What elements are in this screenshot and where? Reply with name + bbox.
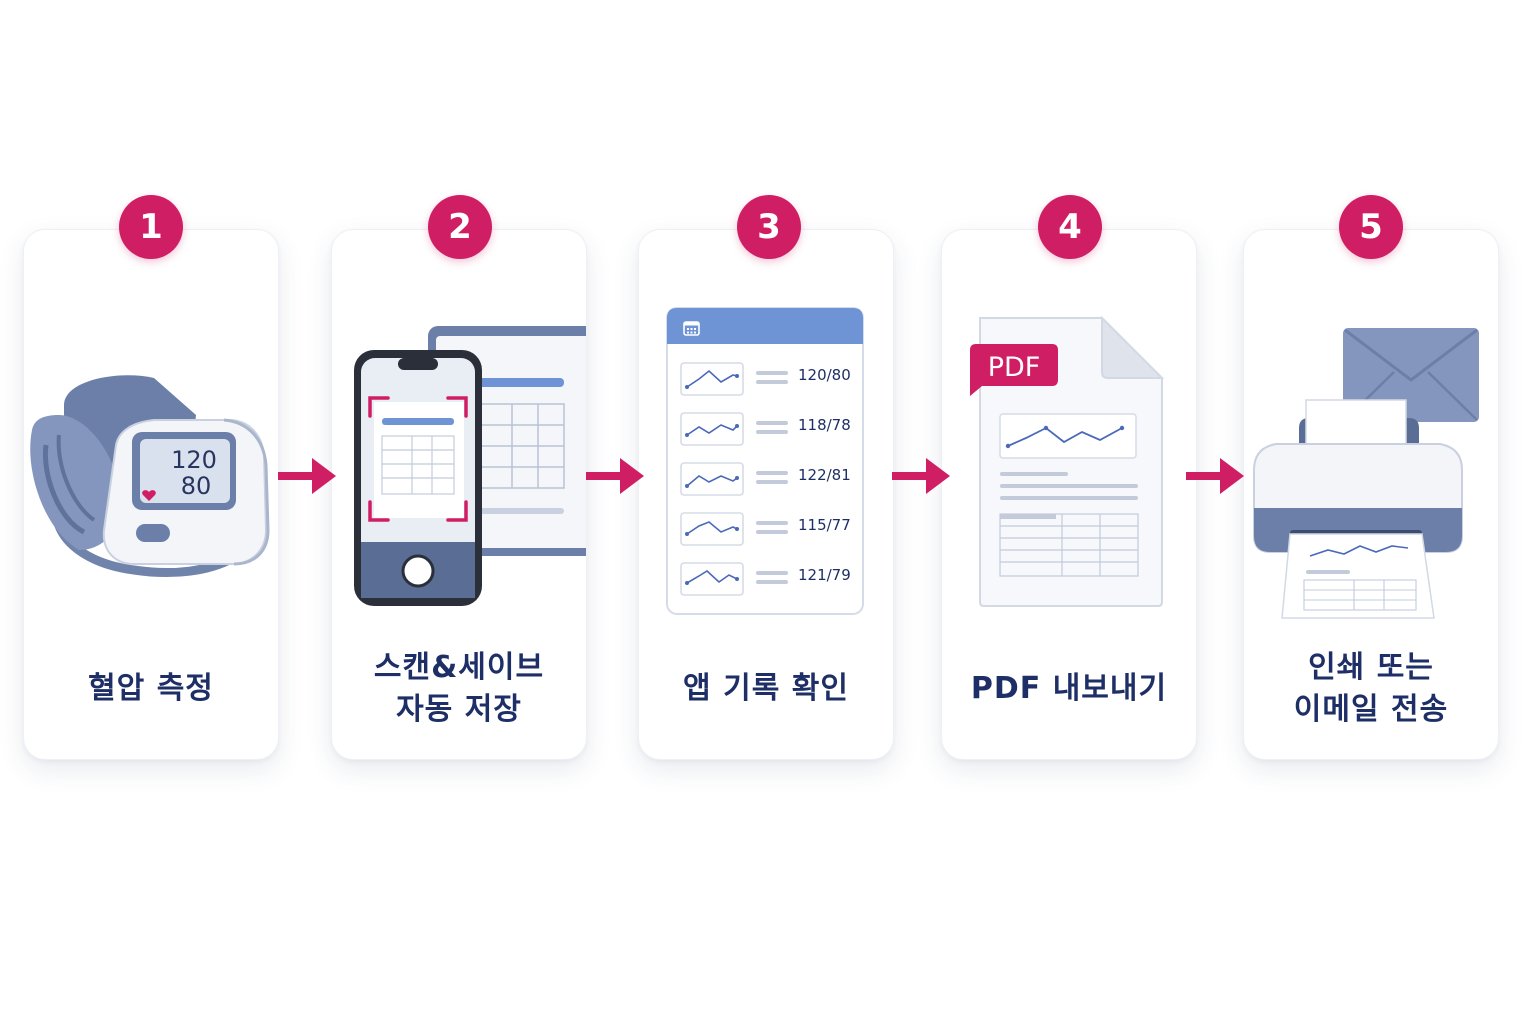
step-badge-5: 5 bbox=[1339, 195, 1403, 259]
step-card-5: 인쇄 또는 이메일 전송 bbox=[1243, 229, 1499, 760]
step-card-3: 120/80 118/78 122/81 115/77 121/79 앱 기록 … bbox=[638, 229, 894, 760]
systolic-reading: 120 bbox=[171, 446, 217, 474]
step-label-3: 앱 기록 확인 bbox=[683, 671, 849, 706]
step-label-1: 혈압 측정 bbox=[88, 671, 214, 706]
record-value-4: 115/77 bbox=[798, 516, 851, 534]
step-label-5: 인쇄 또는 이메일 전송 bbox=[1293, 650, 1449, 727]
diastolic-reading: 80 bbox=[181, 472, 212, 500]
pdf-tag: PDF bbox=[988, 352, 1041, 383]
phone-scan-icon bbox=[354, 326, 586, 606]
arrow-right-icon bbox=[586, 458, 644, 494]
step-card-1: 120 80 혈압 측정 bbox=[23, 229, 279, 760]
arrow-right-icon bbox=[892, 458, 950, 494]
record-value-1: 120/80 bbox=[798, 366, 851, 384]
step-label-2: 스캔&세이브 자동 저장 bbox=[373, 650, 545, 727]
record-value-2: 118/78 bbox=[798, 416, 851, 434]
step-badge-1: 1 bbox=[119, 195, 183, 259]
record-value-5: 121/79 bbox=[798, 566, 851, 584]
pdf-document-icon: PDF bbox=[970, 315, 1165, 607]
blood-pressure-monitor-icon: 120 80 bbox=[30, 375, 270, 578]
step-badge-3: 3 bbox=[737, 195, 801, 259]
arrow-right-icon bbox=[1186, 458, 1244, 494]
calendar-icon bbox=[683, 321, 700, 336]
step-label-4: PDF 내보내기 bbox=[970, 671, 1168, 706]
record-sparklines bbox=[680, 362, 744, 596]
record-value-3: 122/81 bbox=[798, 466, 851, 484]
camera-shutter-button bbox=[401, 554, 435, 588]
app-records-panel: 120/80 118/78 122/81 115/77 121/79 bbox=[666, 307, 864, 615]
step-card-4: PDF PDF 내보내기 bbox=[941, 229, 1197, 760]
arrow-right-icon bbox=[278, 458, 336, 494]
step-card-2: 스캔&세이브 자동 저장 bbox=[331, 229, 587, 760]
step-badge-4: 4 bbox=[1038, 195, 1102, 259]
step-badge-2: 2 bbox=[428, 195, 492, 259]
printer-icon bbox=[1253, 399, 1463, 619]
heart-icon bbox=[142, 490, 156, 501]
